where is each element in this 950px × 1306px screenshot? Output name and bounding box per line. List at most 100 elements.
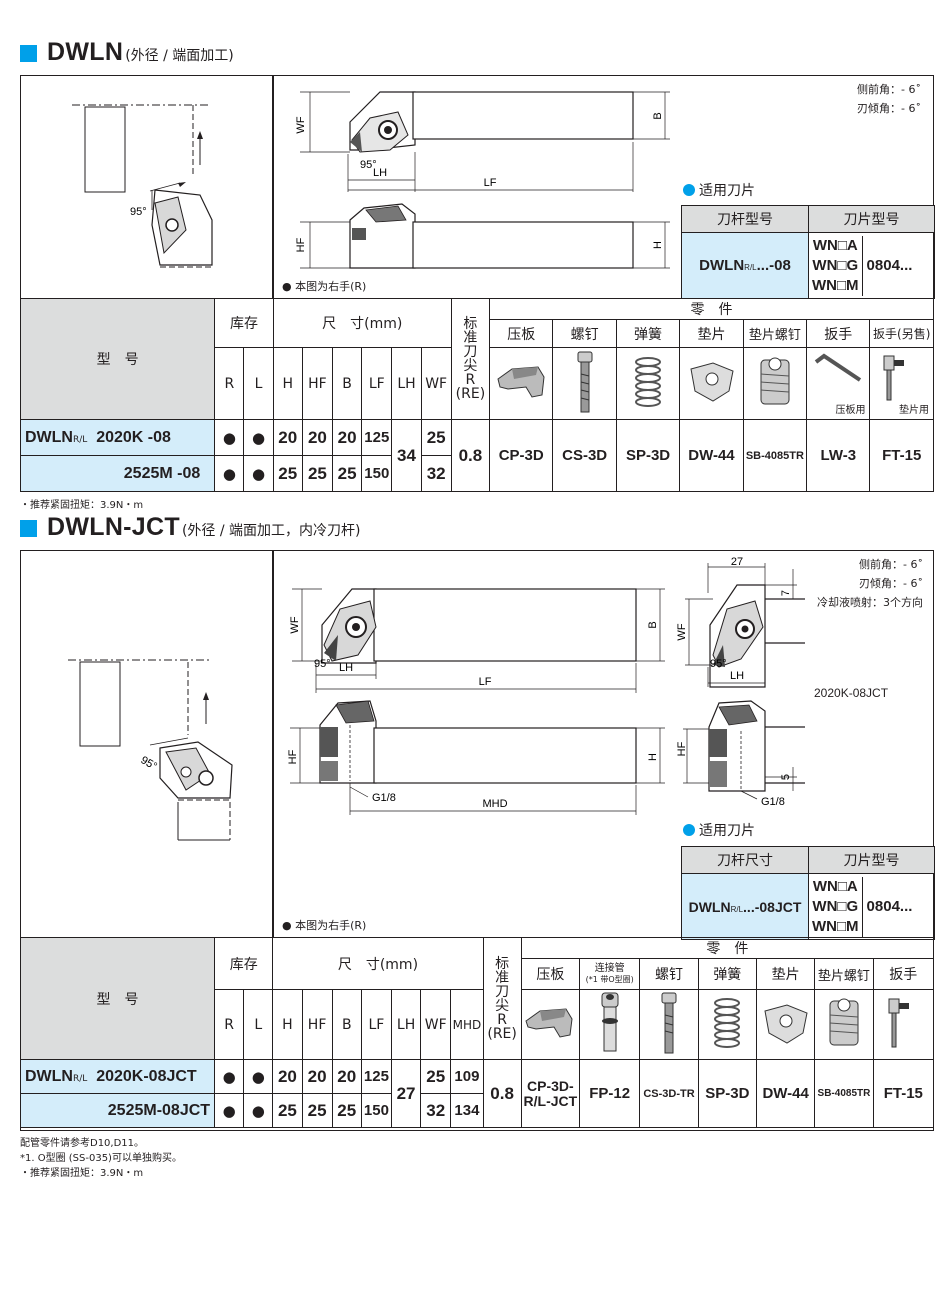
section2-frame	[20, 550, 934, 1131]
section1-hf-label: HF	[295, 237, 307, 252]
section2-col-hf: HF	[301, 989, 333, 1060]
model-code: 2020K-08JCT	[96, 1067, 197, 1085]
section2-row2-model: 2525M-08JCT	[19, 1093, 216, 1128]
section1-angles: 侧前角：- 6˚ 刃倾角：- 6˚	[857, 80, 921, 118]
section1-part-shimscrew-header: 垫片螺钉	[742, 319, 808, 348]
section2-side-label: 2020K-08JCT	[814, 686, 889, 700]
section2-title-sub: (外径 / 端面加工，内冷刀杆)	[181, 523, 361, 539]
nose-char: 准	[495, 969, 510, 986]
section1-hand-note-text: 本图为右手(R)	[295, 280, 367, 293]
dim-hf: 20	[301, 419, 334, 456]
section2-note-piping: 配管零件请参考D10,D11。	[20, 1138, 145, 1149]
section1-part-clamp-header: 压板	[489, 319, 554, 348]
section1-insert-code: 0804...	[866, 257, 913, 274]
section1-schematic-angle-label: 95°	[130, 206, 147, 218]
table-row: 2525M -08 ● ● 25 25 25 150 32	[19, 455, 934, 492]
shim-screw-icon	[742, 347, 808, 420]
section2-title: DWLN-JCT (外径 / 端面加工，内冷刀杆)	[20, 513, 360, 542]
section1-row1-model: DWLNR/L 2020K -08	[19, 419, 216, 456]
dim-h: 20	[272, 419, 303, 456]
nose-char: (RE)	[487, 1025, 517, 1042]
section2-holder-drawing: WF B LH LF 95° HF H MHD G1/8	[287, 588, 665, 815]
section2-col-h: H	[272, 989, 303, 1060]
section2-7-label: 7	[780, 590, 792, 596]
part-spring: SP-3D	[615, 419, 681, 492]
section1-angle-rake: 侧前角：- 6˚	[857, 83, 921, 96]
connector-icon	[579, 989, 641, 1060]
section2-insert-title: 适用刀片	[683, 820, 755, 840]
section2-col-b: B	[331, 989, 362, 1060]
section1-holder-drawing: WF B LH LF 95° HF H	[295, 91, 670, 269]
shim-icon	[755, 989, 816, 1060]
wrench-icon	[872, 989, 935, 1060]
spring-icon	[697, 989, 757, 1060]
section1-insert-header-insert: 刀片型号	[808, 205, 935, 233]
section1-h-label: H	[652, 241, 664, 249]
nose-char: 标	[495, 955, 510, 972]
section2-schematic-diagram: 95°	[68, 659, 233, 841]
section1-torque-note: ・推荐紧固扭矩：3.9N・m	[20, 500, 144, 511]
section1-part-shim-header: 垫片	[679, 319, 744, 348]
section2-side-drawing: 27 7 WF LH 95° HF 5 G1/8	[676, 556, 805, 808]
section2-hf-label: HF	[287, 749, 299, 764]
section2-row1-model: DWLNR/L 2020K-08JCT	[19, 1059, 216, 1094]
section2-notes: 配管零件请参考D10,D11。 *1. O型圈 (SS-035)可以单独购买。 …	[20, 1136, 182, 1181]
section2-mhd-label: MHD	[482, 798, 507, 810]
section2-insert-header-insert: 刀片型号	[808, 846, 935, 874]
section2-part-wrench-header: 扳手	[872, 958, 935, 990]
bullet-icon	[683, 824, 695, 836]
clamp-icon	[520, 989, 581, 1060]
nose-char: (RE)	[455, 386, 486, 402]
part-clamp-line1: CP-3D-	[527, 1077, 574, 1094]
section1-grade-a: WN□A	[812, 236, 858, 254]
part-wrench: FT-15	[872, 1059, 935, 1128]
section2-wf-label: WF	[289, 616, 301, 633]
section2-angle-rake: 侧前角：- 6˚	[859, 558, 923, 571]
section1-top-angle-label: 95°	[360, 159, 377, 171]
nose-char: 尖	[463, 358, 478, 374]
bullet-icon	[683, 184, 695, 196]
clamp-icon	[489, 347, 554, 420]
section1-model-header: 型 号	[19, 298, 216, 420]
section2-part-shim-header: 垫片	[755, 958, 816, 990]
dim-h: 25	[272, 1093, 303, 1128]
dim-b: 20	[332, 419, 363, 456]
section2-coolant: 冷却液喷射：3个方向	[817, 596, 923, 609]
section1-part-wrench-opt-header: 扳手(另售)	[869, 319, 934, 348]
section1-col-l: L	[243, 347, 274, 420]
section1-col-h: H	[272, 347, 303, 420]
section2-insert-table: 刀杆尺寸 刀片型号 DWLNR/L...-08JCT WN□A WN□G WN□…	[681, 846, 935, 940]
section1-insert-table: 刀杆型号 刀片型号 DWLNR/L...-08 WN□A WN□G WN□M 0…	[681, 205, 935, 299]
part-wrench: LW-3	[806, 419, 871, 492]
section2-insert-holder-suffix: ...-08JCT	[743, 898, 802, 915]
nose-char: 刀	[463, 344, 478, 360]
dim-h: 20	[272, 1059, 303, 1094]
section2-27-label: 27	[731, 556, 743, 568]
section2-5-label: 5	[780, 774, 792, 780]
table-row: DWLNR/L 2020K -08 ● ● 20 20 20 125 34 25…	[19, 419, 934, 492]
dim-wf: 25	[420, 419, 452, 456]
section1-wrench-label-2: 垫片用	[899, 404, 929, 416]
part-connector: FP-12	[579, 1059, 641, 1128]
section1-insert-holder: DWLNR/L...-08	[681, 232, 809, 299]
model-code: 2525M -08	[123, 464, 201, 482]
part-shim: DW-44	[755, 1059, 816, 1128]
dim-mhd: 134	[450, 1093, 484, 1128]
section2-parts-header: 零 件	[520, 937, 935, 959]
nose-char: 标	[463, 316, 478, 332]
nose-radius: 0.8	[482, 1059, 522, 1128]
nose-char: 尖	[495, 997, 510, 1014]
section2-schematic-angle-label: 95°	[139, 754, 159, 773]
section1-row2-model: 2525M -08	[19, 455, 216, 492]
section1-grade-m: WN□M	[812, 276, 859, 294]
connector-label: 连接管	[594, 963, 625, 974]
section2-part-clamp-header: 压板	[520, 958, 581, 990]
section1-col-hf: HF	[301, 347, 334, 420]
nose-char: R	[465, 372, 476, 388]
dim-h: 25	[272, 455, 303, 492]
section1-stock-header: 库存	[214, 298, 274, 348]
section2-dim-header: 尺 寸(mm)	[272, 937, 484, 990]
section1-hand-note: ● 本图为右手(R)	[282, 280, 367, 293]
